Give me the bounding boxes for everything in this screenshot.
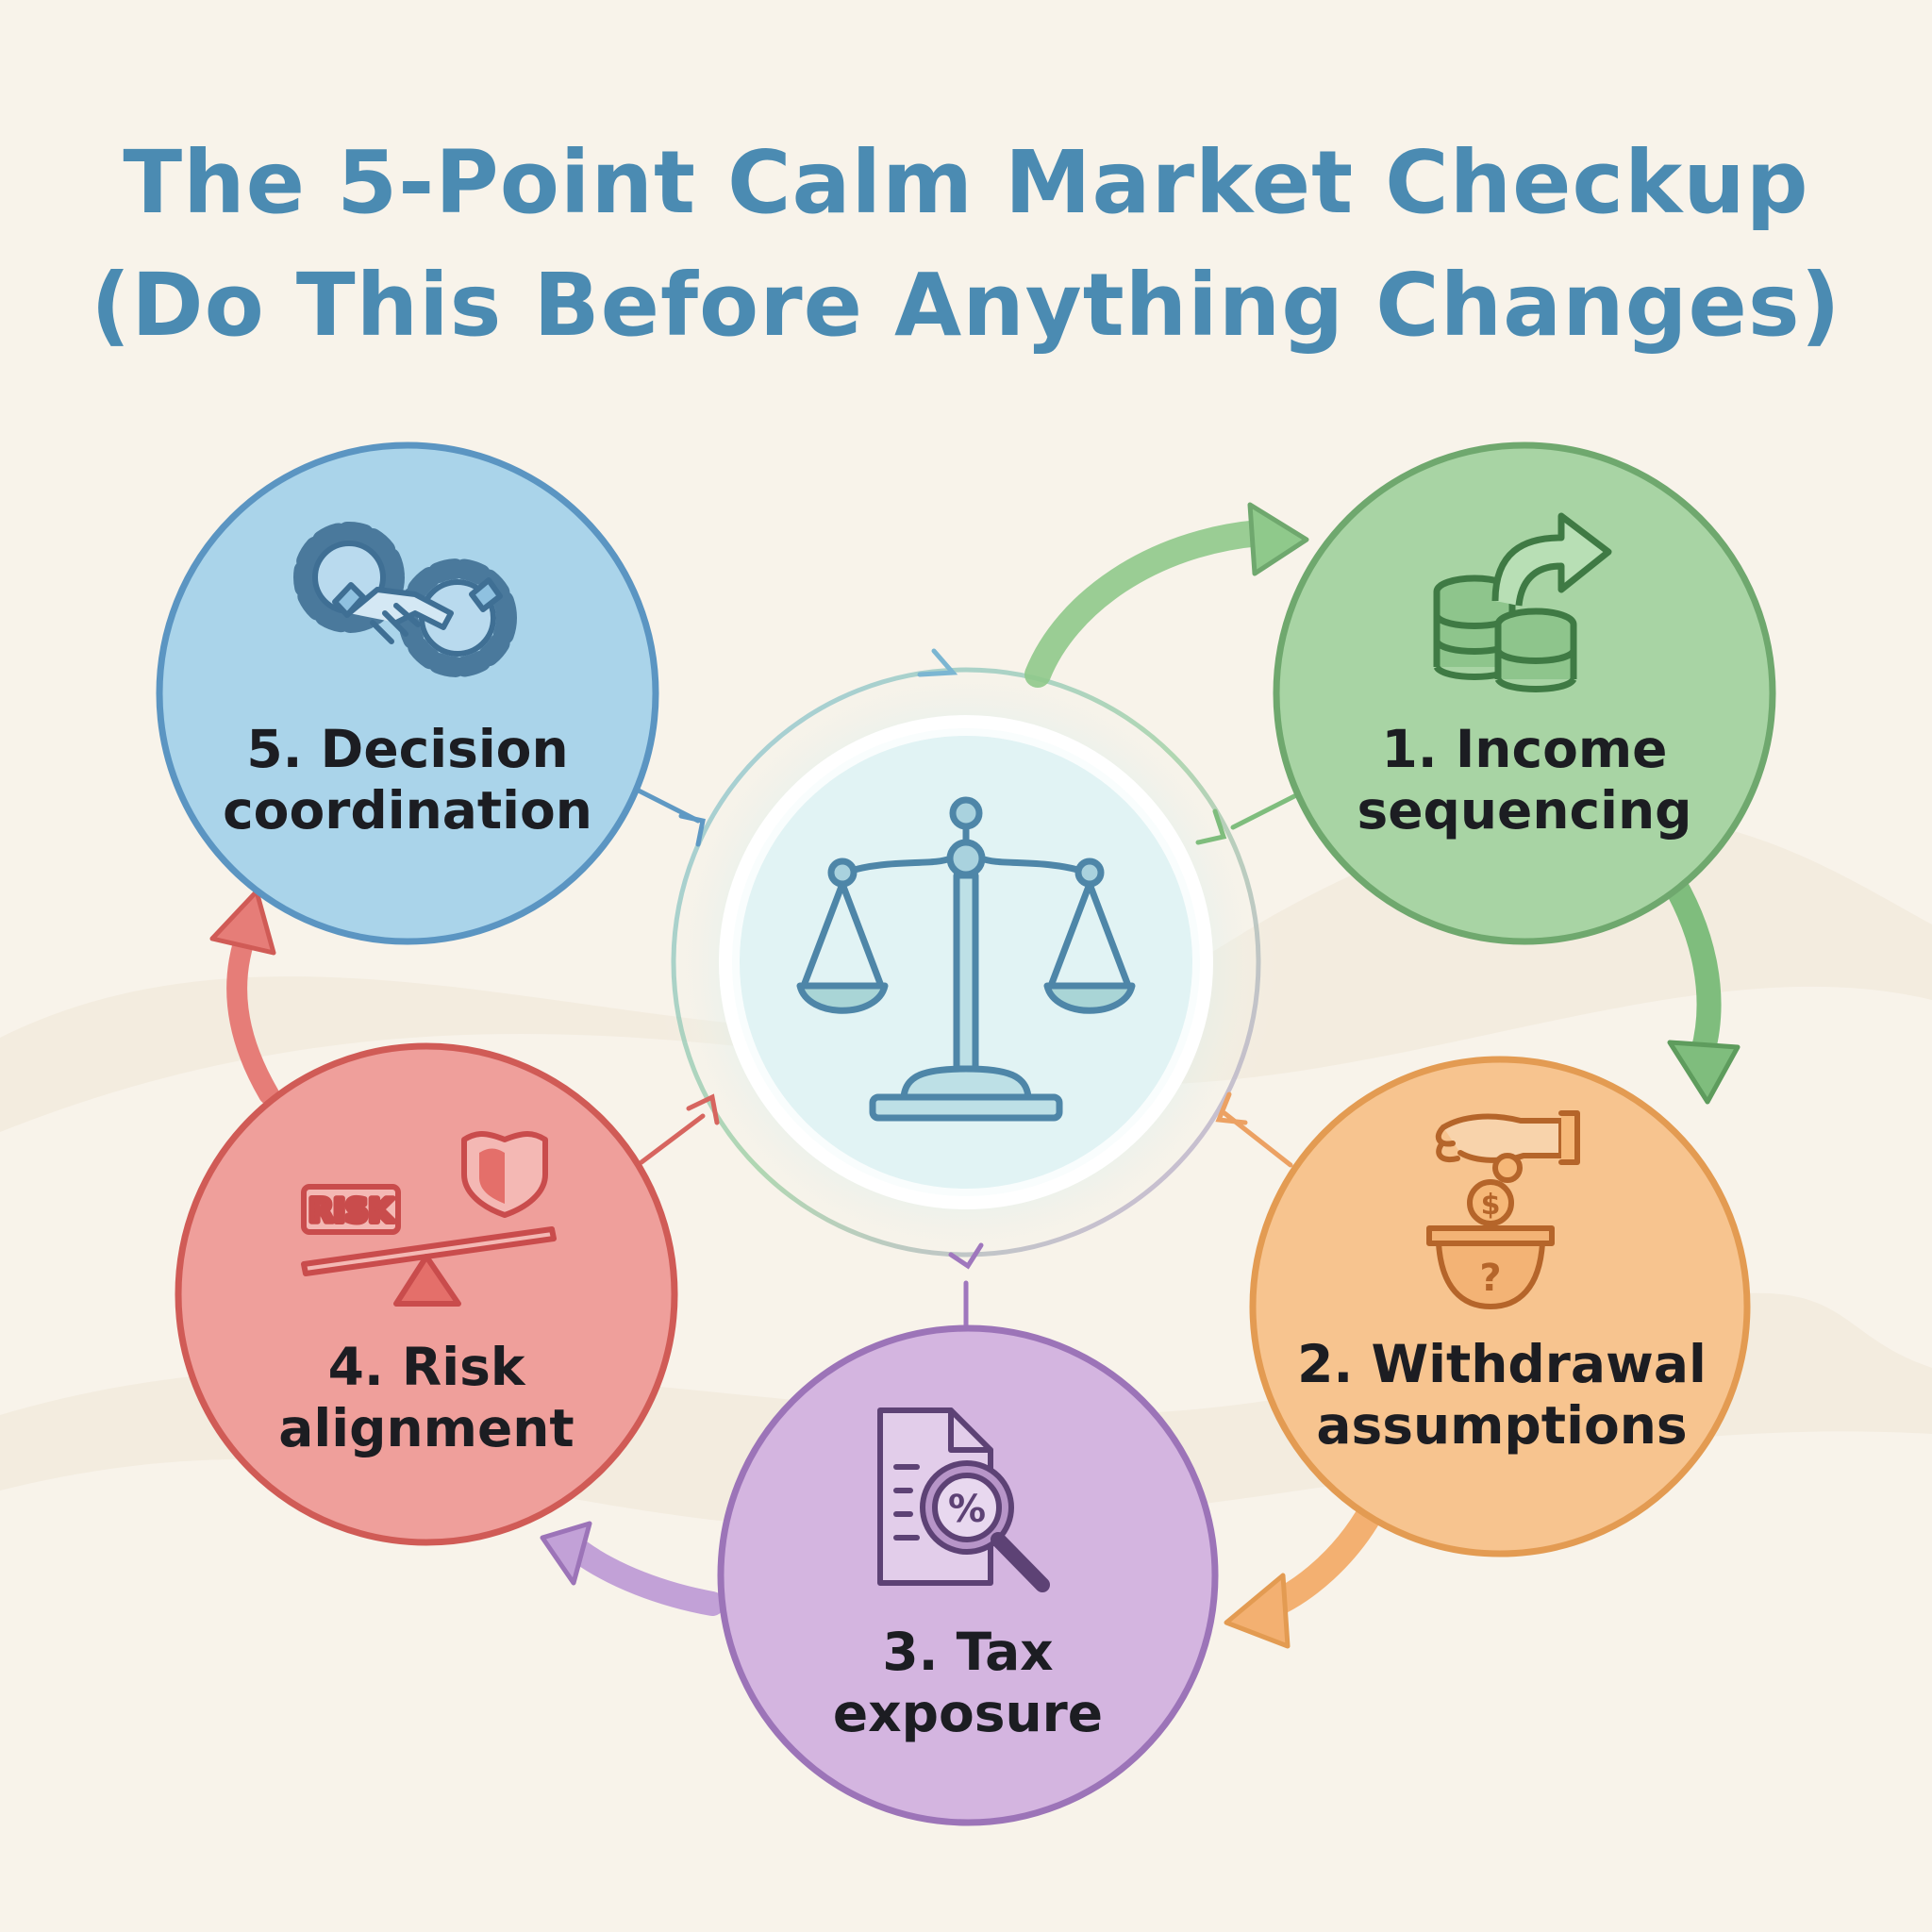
step-1-label-line-1: 1. Income bbox=[1382, 719, 1668, 779]
step-5-label-line-1: 5. Decision bbox=[246, 719, 568, 779]
step-4-label-line-1: 4. Risk bbox=[328, 1337, 526, 1397]
step-4: RISK 4. Risk alignment bbox=[175, 1042, 678, 1546]
percent-sign: % bbox=[948, 1488, 986, 1531]
step-5: 5. Decision coordination bbox=[156, 441, 659, 945]
center-hub bbox=[655, 651, 1277, 1274]
step-2: $ ? 2. Withdrawal assumptions bbox=[1249, 1056, 1751, 1557]
cycle-arrows bbox=[209, 502, 1740, 1649]
step-1: 1. Income sequencing bbox=[1273, 441, 1776, 945]
dollar-sign: $ bbox=[1481, 1189, 1501, 1222]
step-3: % 3. Tax exposure bbox=[717, 1324, 1219, 1826]
step-5-label-line-2: coordination bbox=[223, 780, 592, 841]
risk-tag-text: RISK bbox=[308, 1192, 394, 1230]
step-2-label-line-1: 2. Withdrawal bbox=[1297, 1334, 1707, 1394]
gears-handshake-icon bbox=[293, 522, 517, 677]
arrow-1-to-2 bbox=[1653, 856, 1722, 1064]
step-3-label-line-2: exposure bbox=[833, 1683, 1103, 1743]
arrow-5-to-1 bbox=[1024, 520, 1273, 688]
coins-arrow-icon bbox=[1433, 512, 1612, 692]
balance-scale-icon bbox=[796, 796, 1136, 1122]
arrow-3-to-4 bbox=[568, 1540, 724, 1616]
tax-document-magnifier-icon: % bbox=[877, 1407, 1050, 1592]
step-2-label-line-2: assumptions bbox=[1316, 1395, 1687, 1456]
hand-coin-pot-icon: $ ? bbox=[1426, 1110, 1580, 1309]
title-line-2: (Do This Before Anything Changes) bbox=[91, 255, 1841, 356]
question-mark: ? bbox=[1479, 1257, 1501, 1300]
step-1-label-line-2: sequencing bbox=[1357, 780, 1691, 841]
title-line-1: The 5-Point Calm Market Checkup bbox=[123, 132, 1809, 233]
step-4-label-line-2: alignment bbox=[278, 1398, 574, 1458]
step-3-label-line-1: 3. Tax bbox=[882, 1622, 1053, 1682]
risk-seesaw-shield-icon: RISK bbox=[301, 1131, 557, 1307]
